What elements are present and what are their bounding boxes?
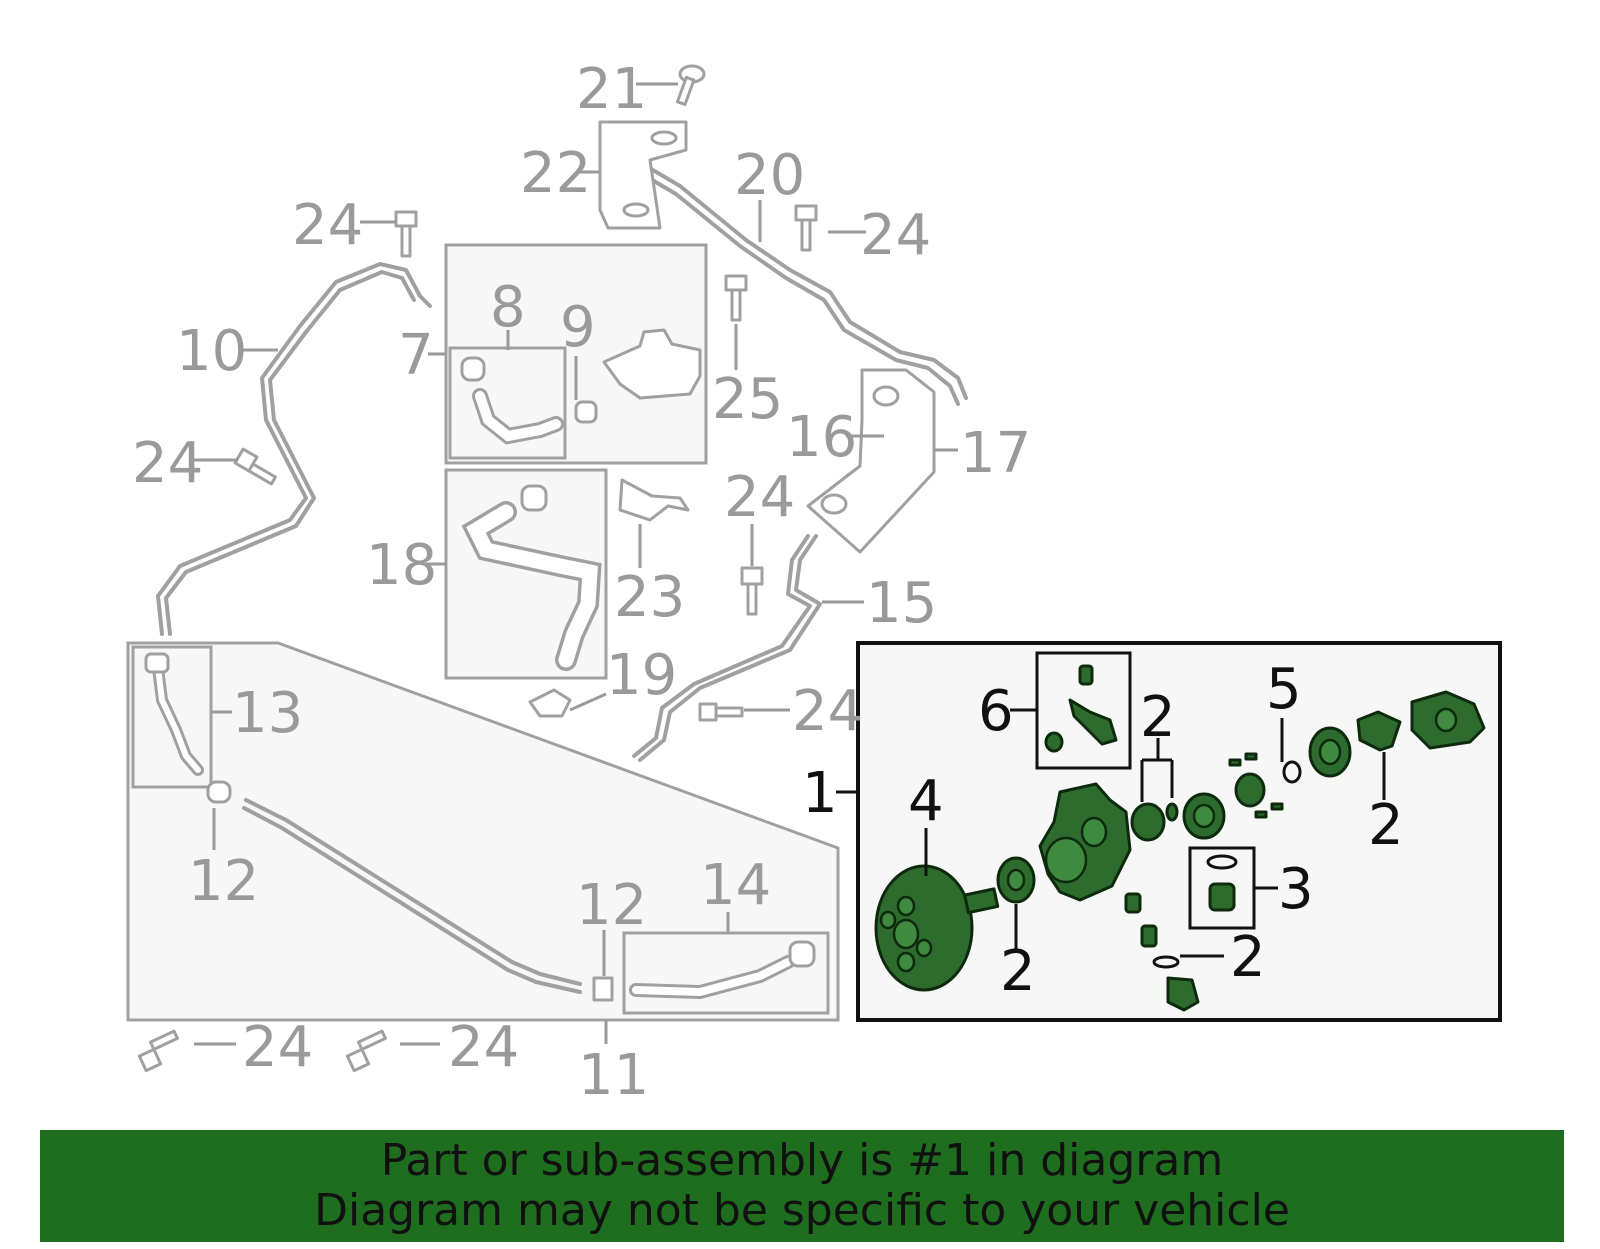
rotor-vanes: [1228, 752, 1284, 819]
bracket-22-hole: [650, 130, 678, 146]
callout-24c: 24: [132, 431, 203, 496]
callout-20: 20: [734, 143, 805, 208]
callout-11: 11: [578, 1043, 649, 1108]
bolt-24-g: [345, 1029, 387, 1073]
clamp-8: [460, 356, 486, 382]
clamp-13: [144, 652, 170, 674]
clamp-14: [788, 940, 816, 968]
clamp-12b: [592, 976, 614, 1002]
callout-10: 10: [176, 319, 247, 384]
callout-24d: 24: [724, 465, 795, 530]
callout-12b: 12: [576, 873, 647, 938]
reservoir-cap-9: [574, 400, 598, 424]
valve-3: [1206, 854, 1238, 912]
cam-ring: [1182, 792, 1226, 840]
cooler-line-15: [638, 534, 822, 762]
o-rings-2b: [1130, 802, 1179, 842]
bolt-21: [675, 64, 706, 107]
callout-19: 19: [606, 643, 677, 708]
callout-24e: 24: [792, 679, 863, 744]
grey-leaders: [194, 82, 958, 1046]
pulley-4: [874, 864, 1000, 992]
callout-2b: 2: [1140, 685, 1176, 750]
callout-24f: 24: [242, 1015, 313, 1080]
gasket-2c: [1356, 710, 1402, 752]
rear-housing: [1410, 690, 1486, 750]
pressure-hose-10-inner: [164, 270, 416, 636]
callout-15: 15: [866, 571, 937, 636]
hose-13-fill: [155, 665, 201, 773]
callout-14: 14: [700, 853, 771, 918]
bolt-24-d: [233, 447, 277, 486]
bracket-22: [598, 120, 688, 230]
callout-24a: 24: [292, 193, 363, 258]
bolt-24-e: [698, 702, 744, 722]
assembly-11-box: [126, 641, 840, 1022]
part-3-box: [1188, 846, 1256, 930]
callout-24b: 24: [860, 203, 931, 268]
pressure-plate: [1308, 726, 1352, 778]
black-leaders: [836, 708, 1386, 958]
callout-6: 6: [978, 679, 1014, 744]
bracket-17-hole-2: [820, 493, 848, 515]
clamp-19: [528, 688, 572, 718]
hose-18-fill: [466, 504, 598, 668]
callout-18: 18: [366, 533, 437, 598]
cooler-line-15-inner: [632, 534, 812, 758]
banner-line-2: Diagram may not be specific to your vehi…: [314, 1185, 1290, 1236]
return-line-20-inner: [640, 172, 960, 406]
callout-2c: 2: [1368, 793, 1404, 858]
bracket-22-hole-2: [622, 202, 650, 218]
banner-line-1: Part or sub-assembly is #1 in diagram: [380, 1135, 1224, 1186]
flow-control-valve: [1124, 892, 1200, 1012]
callout-25: 25: [712, 367, 783, 432]
oring-2d: [1152, 955, 1180, 969]
callout-16: 16: [786, 405, 857, 470]
callout-12a: 12: [188, 849, 259, 914]
bracket-17-hole: [872, 385, 900, 407]
callout-13: 13: [232, 681, 303, 746]
reservoir-tank: [602, 328, 702, 400]
callout-23: 23: [614, 565, 685, 630]
callout-8: 8: [490, 275, 526, 340]
callout-24g: 24: [448, 1015, 519, 1080]
callout-9: 9: [560, 295, 596, 360]
callout-22: 22: [520, 141, 591, 206]
return-line-20: [644, 164, 968, 400]
disclaimer-banner: Part or sub-assembly is #1 in diagram Di…: [40, 1130, 1564, 1242]
clamp-12: [206, 780, 232, 804]
callout-4: 4: [908, 769, 944, 834]
cooler-tube-11: [244, 798, 582, 986]
pressure-hose-10: [156, 262, 432, 636]
bracket-23: [618, 478, 690, 522]
pump-body: [1038, 782, 1132, 902]
callout-3: 3: [1278, 857, 1314, 922]
hose-14-fill: [632, 958, 792, 997]
valve-3-oring: [1206, 854, 1238, 870]
clamp-18: [520, 484, 548, 512]
seal-2a: [996, 856, 1036, 904]
cooler-tube-11-inner: [242, 806, 582, 994]
bolt-24-c: [740, 566, 764, 616]
bolt-24-b: [794, 204, 818, 252]
bolt-25: [724, 274, 748, 322]
callout-21: 21: [576, 57, 647, 122]
bolt-24-a: [394, 210, 418, 258]
callout-7: 7: [398, 323, 434, 388]
snap-ring-5: [1282, 760, 1302, 784]
callout-2a: 2: [1000, 939, 1036, 1004]
callout-5: 5: [1266, 657, 1302, 722]
callout-17: 17: [960, 421, 1031, 486]
hose-8-fill: [475, 391, 561, 442]
fitting-6: [1044, 664, 1118, 753]
callout-1: 1: [802, 761, 838, 826]
bolt-24-f: [137, 1029, 179, 1073]
callout-2d: 2: [1230, 925, 1266, 990]
